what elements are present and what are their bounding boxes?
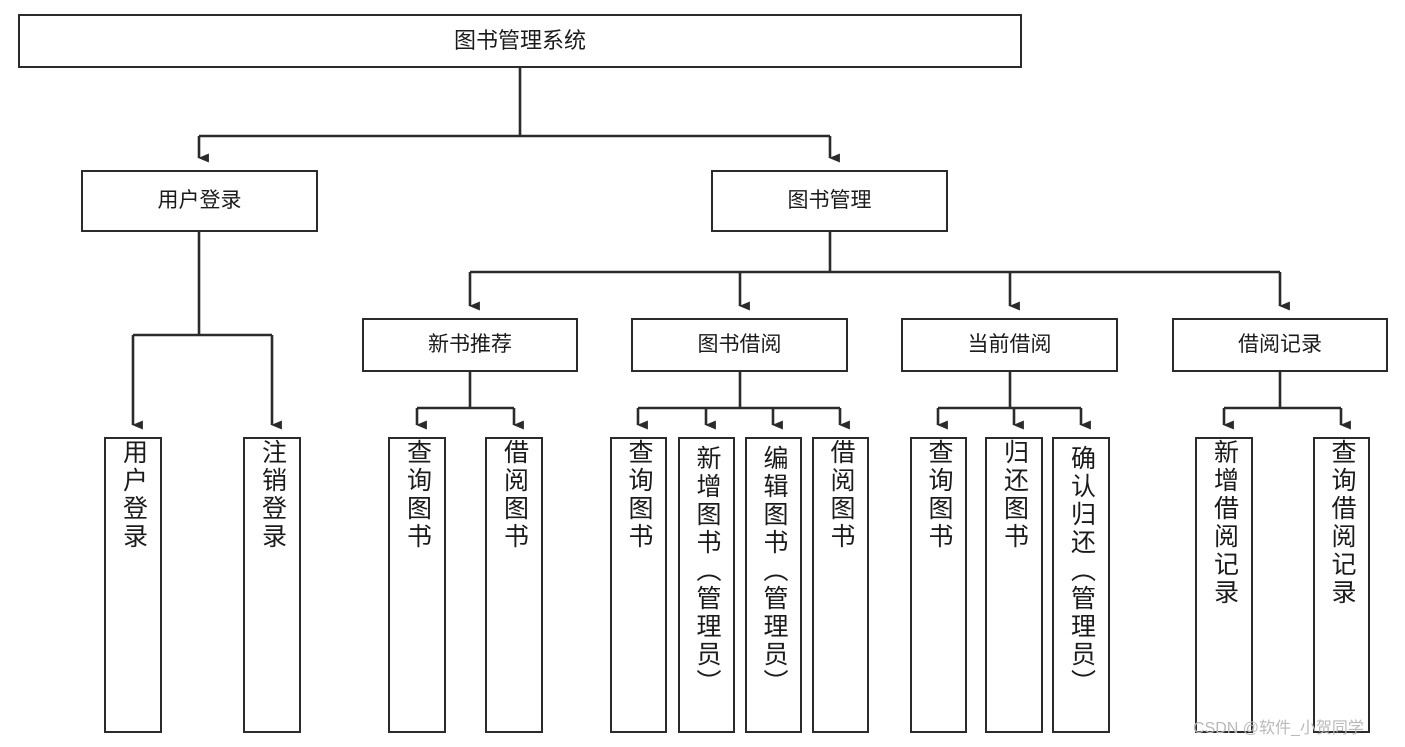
leaf-borrow-query-book[interactable]: 查询图书 — [610, 437, 667, 733]
leaf-borrow-borrow-book[interactable]: 借阅图书 — [812, 437, 869, 733]
leaf-records-add-record[interactable]: 新增借阅记录 — [1195, 437, 1253, 733]
leaf-label: 查询借阅记录 — [1328, 439, 1356, 607]
leaf-new-book-borrow[interactable]: 借阅图书 — [485, 437, 543, 733]
node-root-label: 图书管理系统 — [453, 28, 586, 54]
node-user-login-label: 用户登录 — [157, 188, 242, 212]
leaf-label: 编辑图书（管理员） — [760, 445, 788, 697]
leaf-current-return-book[interactable]: 归还图书 — [985, 437, 1043, 733]
leaf-current-confirm-return-admin[interactable]: 确认归还（管理员） — [1052, 437, 1110, 733]
node-root[interactable]: 图书管理系统 — [18, 14, 1022, 68]
leaf-label: 注销登录 — [258, 439, 287, 551]
leaf-label: 确认归还（管理员） — [1067, 445, 1096, 697]
node-new-book-recommend[interactable]: 新书推荐 — [362, 318, 578, 372]
leaf-label: 用户登录 — [119, 439, 148, 551]
leaf-label: 归还图书 — [1000, 439, 1029, 551]
leaf-label: 查询图书 — [925, 439, 953, 551]
node-new-book-recommend-label: 新书推荐 — [428, 332, 512, 356]
leaf-new-book-query[interactable]: 查询图书 — [388, 437, 446, 733]
leaf-current-query-book[interactable]: 查询图书 — [910, 437, 967, 733]
node-book-management[interactable]: 图书管理 — [711, 170, 948, 232]
leaf-label: 新增借阅记录 — [1210, 439, 1239, 607]
leaf-user-login-logout[interactable]: 注销登录 — [243, 437, 301, 733]
leaf-borrow-edit-book-admin[interactable]: 编辑图书（管理员） — [745, 437, 802, 733]
node-borrow-records-label: 借阅记录 — [1238, 332, 1322, 356]
leaf-label: 借阅图书 — [500, 439, 529, 551]
leaf-label: 查询图书 — [403, 439, 432, 551]
node-borrow-records[interactable]: 借阅记录 — [1172, 318, 1388, 372]
leaf-label: 新增图书（管理员） — [693, 445, 721, 697]
leaf-user-login-login[interactable]: 用户登录 — [104, 437, 162, 733]
node-book-management-label: 图书管理 — [787, 188, 872, 212]
leaf-records-query-record[interactable]: 查询借阅记录 — [1313, 437, 1370, 733]
node-current-borrow-label: 当前借阅 — [967, 332, 1052, 356]
node-current-borrow[interactable]: 当前借阅 — [901, 318, 1118, 372]
node-book-borrow-label: 图书借阅 — [697, 332, 782, 356]
leaf-label: 借阅图书 — [827, 439, 855, 551]
leaf-label: 查询图书 — [625, 439, 653, 551]
node-user-login[interactable]: 用户登录 — [81, 170, 318, 232]
node-book-borrow[interactable]: 图书借阅 — [631, 318, 848, 372]
leaf-borrow-add-book-admin[interactable]: 新增图书（管理员） — [678, 437, 735, 733]
